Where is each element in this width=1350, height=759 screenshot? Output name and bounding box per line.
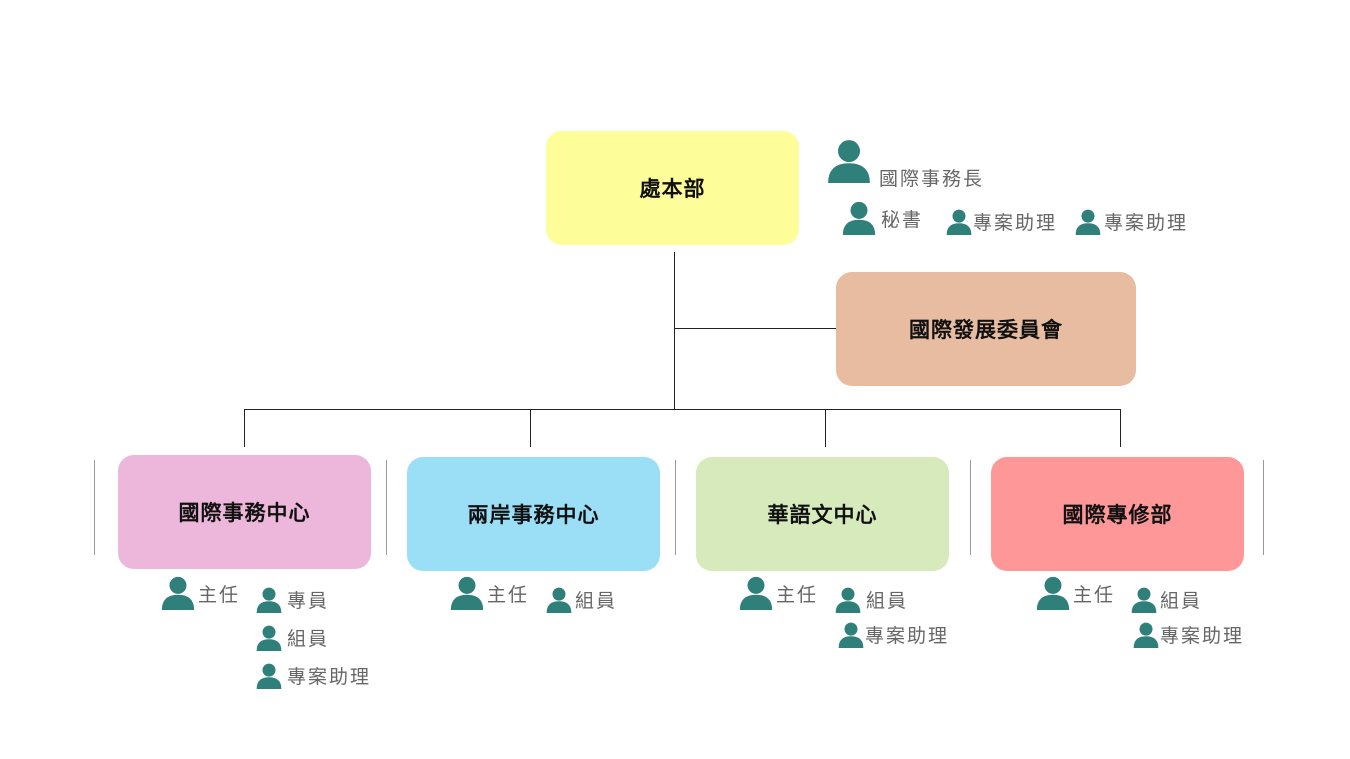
staff-label: 主任 xyxy=(1073,583,1116,606)
connector-dept-1 xyxy=(244,409,245,447)
committee-box: 國際發展委員會 xyxy=(836,272,1136,386)
staff-label: 專案助理 xyxy=(287,666,372,688)
person-icon xyxy=(256,663,282,689)
connector-head-vertical xyxy=(674,252,675,410)
department-box: 兩岸事務中心 xyxy=(407,457,660,571)
person-icon xyxy=(256,625,282,651)
department-label: 國際事務中心 xyxy=(178,501,311,525)
staff-entry: 主任 xyxy=(450,576,529,610)
staff-label: 組員 xyxy=(866,590,909,612)
staff-entry: 專案助理 xyxy=(1075,208,1188,235)
staff-label: 專案助理 xyxy=(973,212,1058,234)
staff-label: 專案助理 xyxy=(865,625,950,647)
department-box: 國際事務中心 xyxy=(118,455,371,569)
staff-entry: 專案助理 xyxy=(1133,621,1244,648)
person-icon xyxy=(450,576,484,610)
staff-entry: 專案助理 xyxy=(256,662,371,689)
staff-entry: 國際事務長 xyxy=(827,130,984,191)
staff-entry: 主任 xyxy=(161,576,240,610)
staff-entry: 專案助理 xyxy=(946,208,1057,235)
staff-entry: 專案助理 xyxy=(838,621,949,648)
person-icon xyxy=(1133,622,1159,648)
separator-line xyxy=(94,460,95,555)
staff-label: 組員 xyxy=(287,628,330,650)
staff-entry: 組員 xyxy=(546,586,617,613)
person-icon xyxy=(827,139,871,183)
person-icon xyxy=(161,576,195,610)
staff-entry: 秘書 xyxy=(842,201,923,235)
person-icon xyxy=(256,587,282,613)
staff-label: 主任 xyxy=(198,583,241,606)
staff-entry: 組員 xyxy=(256,624,329,651)
separator-line xyxy=(386,460,387,555)
separator-line xyxy=(1263,460,1264,555)
staff-entry: 主任 xyxy=(1036,576,1115,610)
separator-line xyxy=(970,460,971,555)
staff-entry: 組員 xyxy=(835,586,908,613)
person-icon xyxy=(1131,587,1157,613)
department-label: 國際專修部 xyxy=(1062,503,1173,527)
connector-dept-2 xyxy=(530,409,531,447)
person-icon xyxy=(739,576,773,610)
staff-label: 秘書 xyxy=(881,208,924,231)
head-office-label: 處本部 xyxy=(639,177,706,201)
department-label: 華語文中心 xyxy=(767,503,878,527)
connector-horizontal-bus xyxy=(244,409,1121,410)
staff-label: 組員 xyxy=(1160,590,1203,612)
staff-entry: 組員 xyxy=(1131,586,1202,613)
person-icon xyxy=(838,622,864,648)
person-icon xyxy=(835,587,861,613)
staff-label: 主任 xyxy=(487,583,530,606)
connector-dept-4 xyxy=(1120,409,1121,447)
staff-label: 專員 xyxy=(287,590,330,612)
staff-label: 專案助理 xyxy=(1160,625,1245,647)
person-icon xyxy=(946,209,972,235)
committee-label: 國際發展委員會 xyxy=(909,318,1063,342)
staff-label: 國際事務長 xyxy=(879,168,985,190)
connector-dept-3 xyxy=(825,409,826,447)
head-office-box: 處本部 xyxy=(546,131,799,245)
person-icon xyxy=(842,201,876,235)
connector-committee xyxy=(674,328,836,329)
department-label: 兩岸事務中心 xyxy=(467,503,600,527)
person-icon xyxy=(546,587,572,613)
department-box: 華語文中心 xyxy=(696,457,949,571)
person-icon xyxy=(1075,209,1101,235)
staff-label: 組員 xyxy=(575,590,618,612)
person-icon xyxy=(1036,576,1070,610)
separator-line xyxy=(675,460,676,555)
staff-entry: 主任 xyxy=(739,576,818,610)
department-box: 國際專修部 xyxy=(991,457,1244,571)
staff-label: 主任 xyxy=(776,583,819,606)
staff-label: 專案助理 xyxy=(1104,212,1189,234)
staff-entry: 專員 xyxy=(256,586,329,613)
